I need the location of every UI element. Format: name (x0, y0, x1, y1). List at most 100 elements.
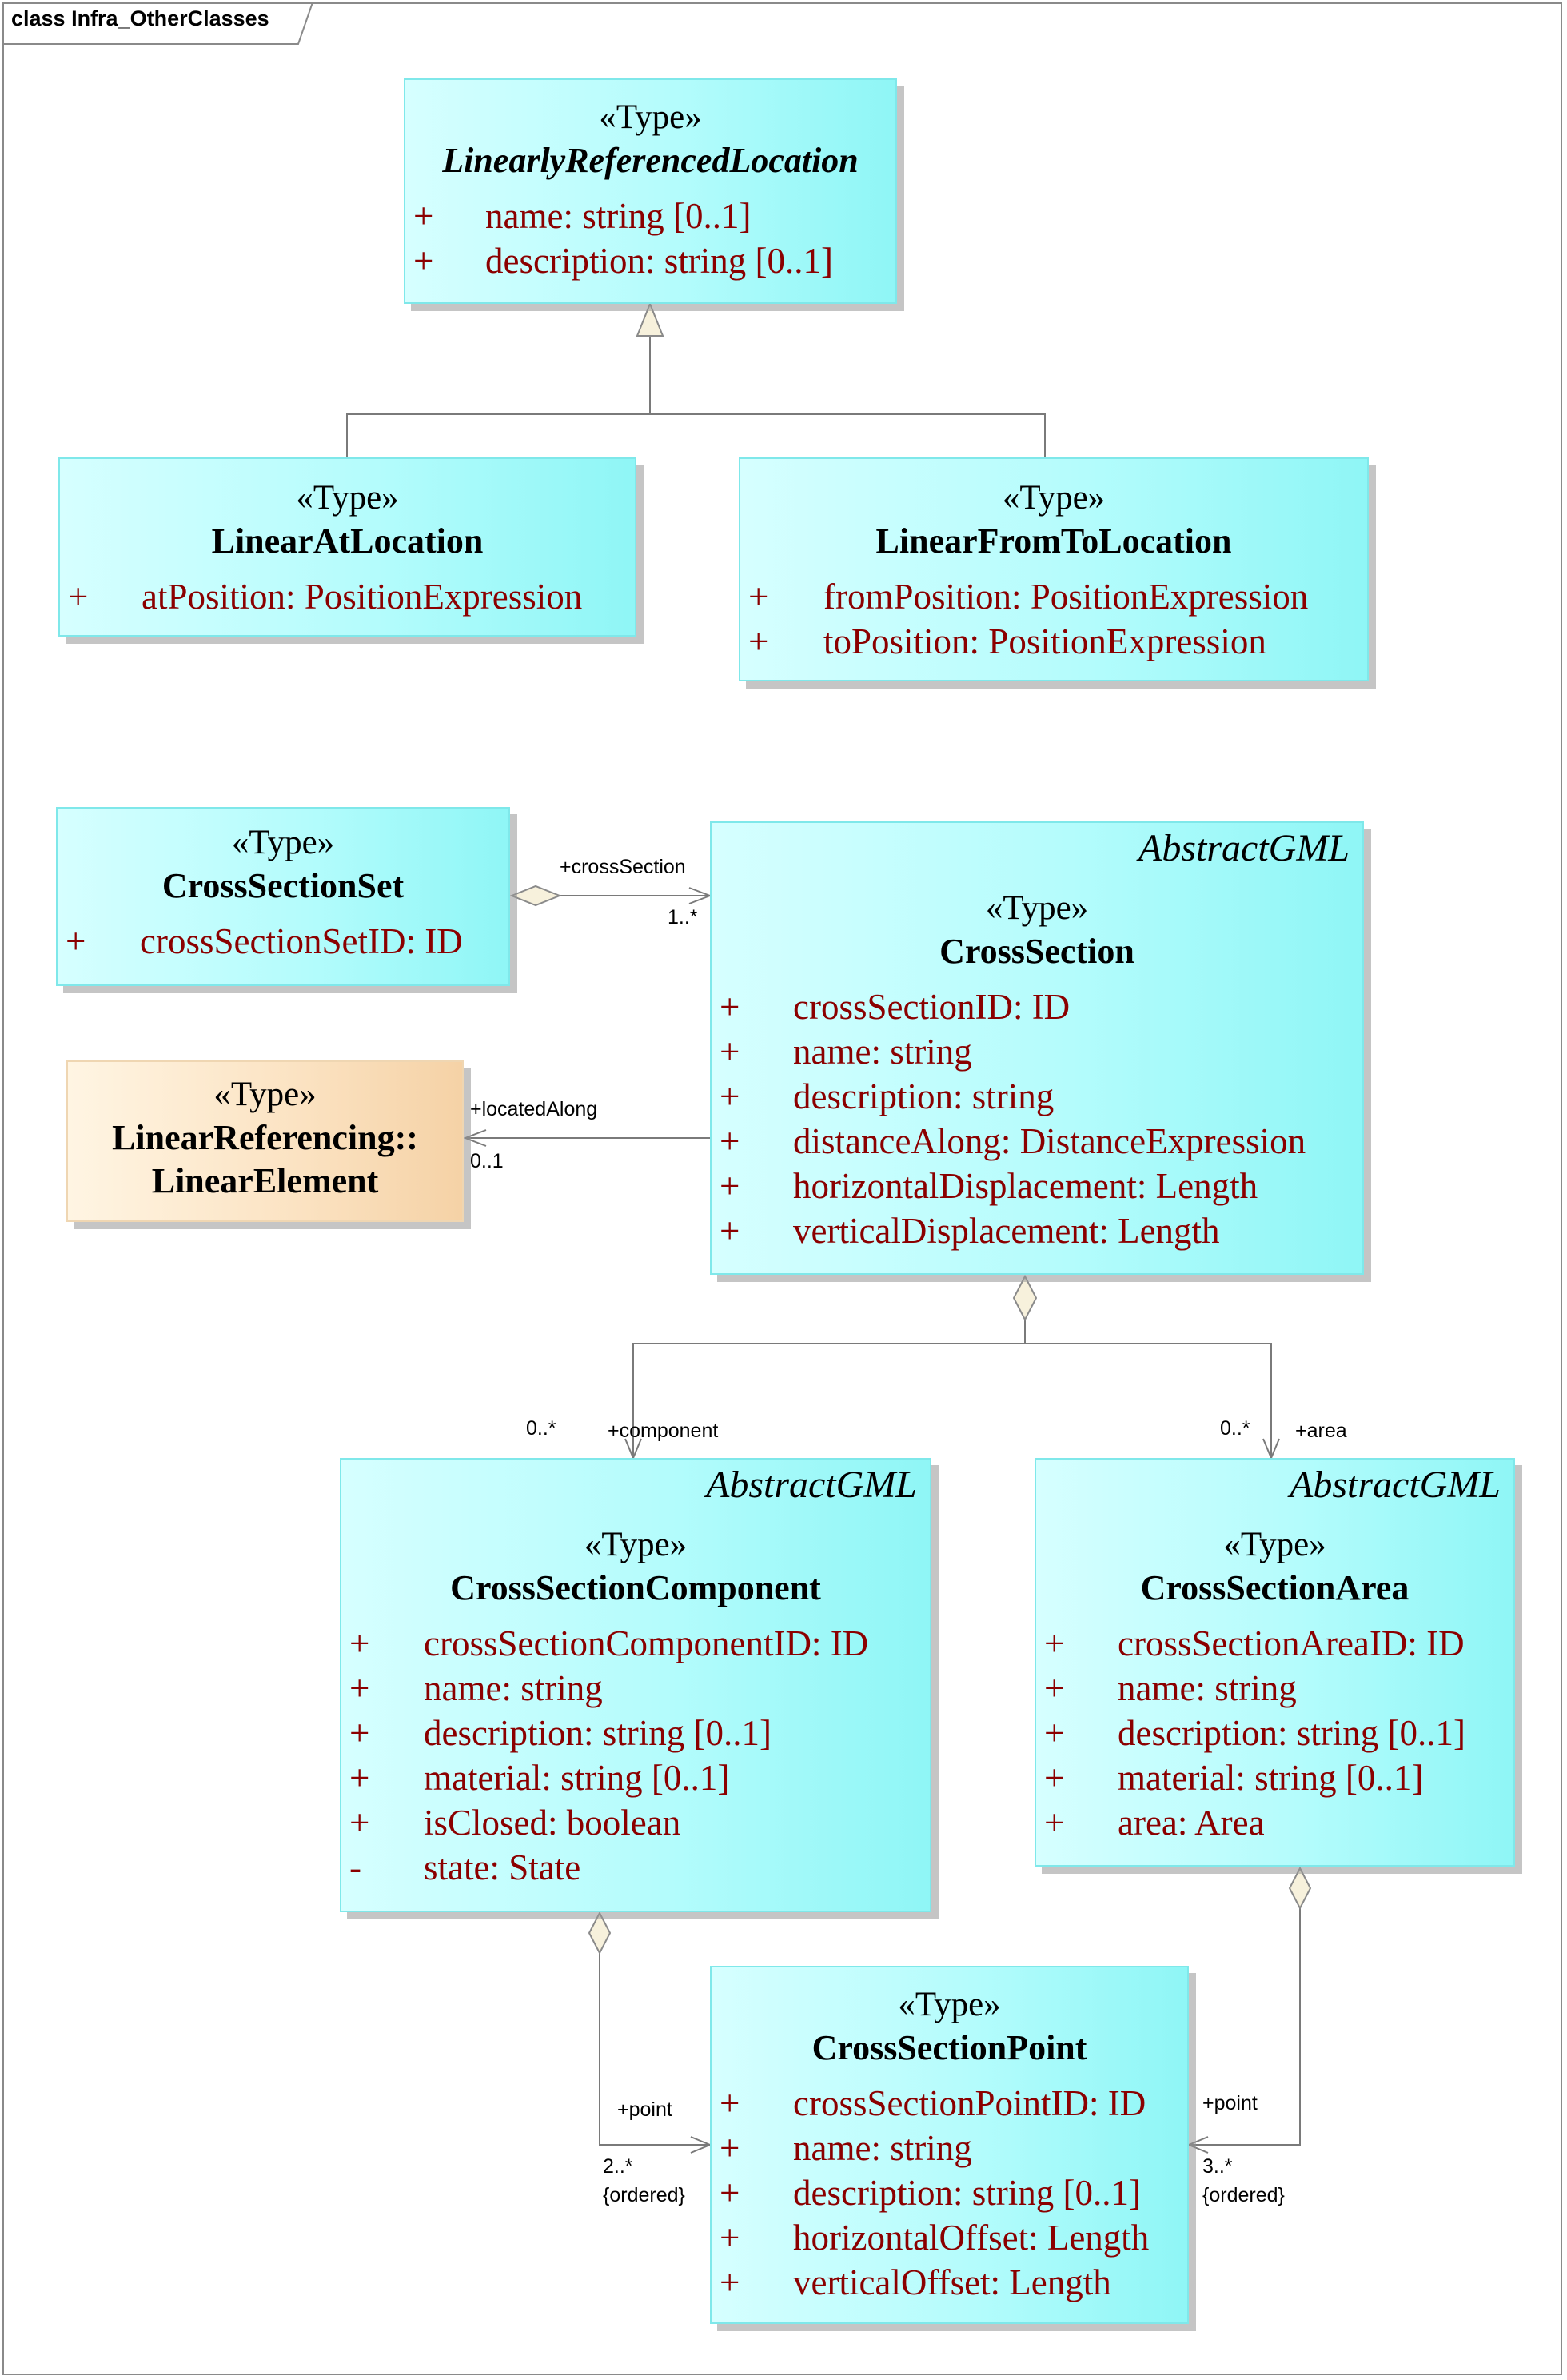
visibility-marker: + (1044, 1803, 1065, 1843)
attribute-text: crossSectionPointID: ID (793, 2083, 1146, 2123)
attribute-text: area: Area (1118, 1803, 1265, 1843)
generalization-triangle-icon (636, 301, 664, 337)
attribute-row: + name: string (341, 1666, 930, 1711)
visibility-marker: + (720, 987, 740, 1027)
visibility-marker: + (720, 1166, 740, 1206)
attribute-text: crossSectionSetID: ID (140, 921, 463, 961)
attribute-row: + material: string [0..1] (1036, 1755, 1513, 1800)
attribute-text: atPosition: PositionExpression (142, 577, 583, 617)
attribute-row: + crossSectionID: ID (712, 984, 1362, 1029)
attribute-text: name: string (424, 1668, 603, 1708)
attribute-row: + crossSectionAreaID: ID (1036, 1621, 1513, 1666)
visibility-marker: + (1044, 1713, 1065, 1753)
stereotype-label: «Type» (231, 824, 335, 861)
attribute-text: state: State (424, 1847, 581, 1887)
attribute-row: + description: string [0..1] (341, 1711, 930, 1755)
visibility-marker: + (720, 2128, 740, 2168)
class-cross-section[interactable]: AbstractGML «Type» CrossSection + crossS… (710, 821, 1364, 1275)
stereotype-label: «Type» (1223, 1526, 1326, 1563)
attribute-row: + toPosition: PositionExpression (740, 619, 1367, 664)
stereotype-label: «Type» (213, 1076, 317, 1113)
attribute-text: description: string [0..1] (1118, 1713, 1465, 1753)
attribute-text: horizontalDisplacement: Length (793, 1166, 1258, 1206)
role-label-locatedalong: +locatedAlong (470, 1098, 598, 1120)
visibility-marker: - (349, 1847, 361, 1887)
visibility-marker: + (68, 577, 89, 617)
attribute-text: crossSectionAreaID: ID (1118, 1623, 1465, 1663)
class-cross-section-set[interactable]: «Type» CrossSectionSet + crossSectionSet… (56, 807, 510, 986)
area-point-arrowhead (1186, 2136, 1209, 2154)
attribute-text: name: string (793, 1032, 972, 1072)
attribute-row: + name: string (712, 1029, 1362, 1074)
attribute-row: + name: string (1036, 1666, 1513, 1711)
attribute-row: + name: string (712, 2126, 1187, 2170)
multiplicity-area-point: 3..* (1202, 2155, 1233, 2178)
component-association-line (632, 1343, 1025, 1458)
class-cross-section-component[interactable]: AbstractGML «Type» CrossSectionComponent… (340, 1458, 931, 1912)
attribute-list: + crossSectionComponentID: ID + name: st… (341, 1621, 930, 1890)
class-linear-element[interactable]: «Type» LinearReferencing:: LinearElement (66, 1060, 464, 1222)
class-name: LinearAtLocation (211, 521, 484, 561)
visibility-marker: + (720, 1076, 740, 1116)
attribute-row: + verticalDisplacement: Length (712, 1208, 1362, 1253)
class-cross-section-area[interactable]: AbstractGML «Type» CrossSectionArea + cr… (1035, 1458, 1515, 1867)
class-name: CrossSectionComponent (450, 1568, 821, 1607)
class-linearly-referenced-location[interactable]: «Type» LinearlyReferencedLocation + name… (404, 78, 897, 304)
attribute-text: name: string (1118, 1668, 1297, 1708)
attribute-row: + description: string (712, 1074, 1362, 1119)
attribute-text: description: string [0..1] (424, 1713, 772, 1753)
frame-title: class Infra_OtherClasses (11, 6, 269, 30)
attribute-row: + name: string [0..1] (405, 194, 895, 238)
attribute-row: + horizontalDisplacement: Length (712, 1164, 1362, 1208)
visibility-marker: + (748, 621, 769, 661)
stereotype-label: «Type» (985, 889, 1089, 927)
class-linear-at-location[interactable]: «Type» LinearAtLocation + atPosition: Po… (58, 457, 636, 637)
class-cross-section-point[interactable]: «Type» CrossSectionPoint + crossSectionP… (710, 1966, 1189, 2324)
attribute-text: distanceAlong: DistanceExpression (793, 1121, 1306, 1161)
generalization-line (346, 413, 1046, 457)
class-name: LinearlyReferencedLocation (442, 141, 859, 180)
visibility-marker: + (349, 1668, 370, 1708)
attribute-text: material: string [0..1] (424, 1758, 730, 1798)
stereotype-label: «Type» (584, 1526, 688, 1563)
attribute-list: + name: string [0..1] + description: str… (405, 194, 895, 283)
attribute-text: verticalDisplacement: Length (793, 1211, 1220, 1251)
multiplicity-crosssection: 1..* (668, 906, 698, 928)
class-name: CrossSectionSet (161, 866, 405, 905)
attribute-list: + atPosition: PositionExpression (60, 574, 635, 619)
visibility-marker: + (720, 1211, 740, 1251)
attribute-list: + crossSectionSetID: ID (58, 919, 508, 964)
stereotype-label: «Type» (1002, 479, 1106, 517)
role-label-component: +component (608, 1420, 719, 1442)
role-label-area: +area (1295, 1420, 1347, 1442)
attribute-row: - state: State (341, 1845, 930, 1890)
visibility-marker: + (66, 921, 86, 961)
attribute-row: + crossSectionComponentID: ID (341, 1621, 930, 1666)
composition-diamond-component-icon (588, 1911, 612, 1955)
attribute-list: + crossSectionID: ID + name: string + de… (712, 984, 1362, 1253)
class-name: LinearFromToLocation (875, 521, 1232, 561)
attribute-row: + crossSectionSetID: ID (58, 919, 508, 964)
visibility-marker: + (413, 196, 434, 236)
constraint-area-point: {ordered} (1202, 2184, 1285, 2206)
role-label-area-point: +point (1202, 2092, 1258, 2114)
stereotype-label: «Type» (599, 98, 702, 136)
attribute-row: + horizontalOffset: Length (712, 2215, 1187, 2260)
area-association-line (1025, 1343, 1272, 1458)
attribute-row: + description: string [0..1] (405, 238, 895, 283)
attribute-row: + distanceAlong: DistanceExpression (712, 1119, 1362, 1164)
visibility-marker: + (413, 241, 434, 281)
composition-diamond-crosssection-icon (1012, 1274, 1038, 1322)
attribute-row: + fromPosition: PositionExpression (740, 574, 1367, 619)
class-name-package: LinearReferencing:: (112, 1118, 418, 1157)
attribute-list: + crossSectionPointID: ID + name: string… (712, 2081, 1187, 2305)
attribute-text: verticalOffset: Length (793, 2262, 1111, 2302)
attribute-text: horizontalOffset: Length (793, 2218, 1150, 2258)
class-linear-from-to-location[interactable]: «Type» LinearFromToLocation + fromPositi… (739, 457, 1369, 681)
class-name: CrossSectionPoint (811, 2028, 1087, 2067)
attribute-text: name: string (793, 2128, 972, 2168)
attribute-list: + fromPosition: PositionExpression + toP… (740, 574, 1367, 664)
attribute-text: description: string [0..1] (793, 2173, 1141, 2213)
visibility-marker: + (349, 1713, 370, 1753)
